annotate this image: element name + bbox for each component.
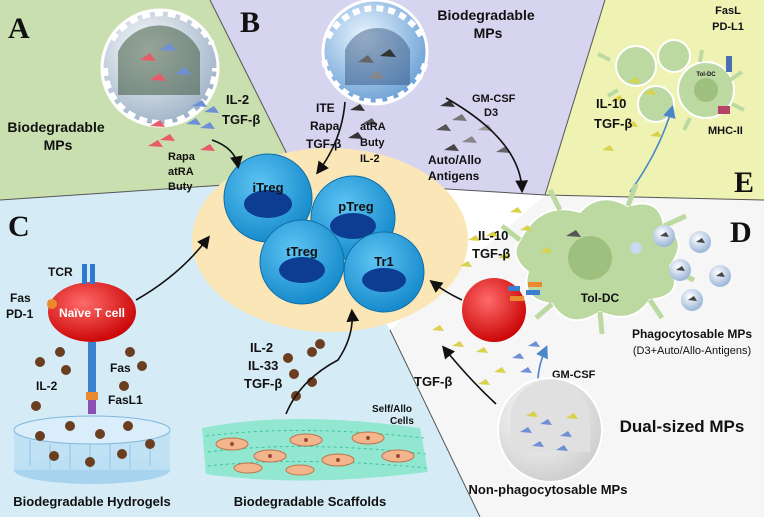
panel-b-letter: B: [240, 6, 260, 39]
panel-c-arrow-tcell: [135, 235, 210, 301]
panel-d-il10-shapes: [460, 207, 552, 267]
panel-c-hydrogel: [13, 415, 171, 484]
panel-b-factor-rapa: Rapa: [310, 119, 340, 133]
panel-b-factor-buty: Buty: [360, 137, 385, 149]
panel-d-arrow-tcell: [429, 280, 463, 301]
panel-a-title-line1: Biodegradable: [7, 119, 104, 135]
panel-d-letter: D: [730, 216, 752, 249]
panel-c-scaffold: [202, 419, 428, 481]
panel-c-arrow-scaffold: [285, 308, 360, 415]
panel-e-marker-fasl: FasL: [715, 5, 741, 17]
panel-e-tgfb: TGF-β: [594, 116, 632, 131]
panel-a-drug-buty: Buty: [168, 181, 193, 193]
panel-e-mhc-label: MHC-II: [708, 125, 743, 137]
panel-d-phago-line1: Phagocytosable MPs: [632, 327, 752, 341]
panel-c-marker-fas: Fas: [10, 291, 31, 305]
treg-label-ttreg: tTreg: [286, 244, 318, 259]
panel-d-tgfb: TGF-β: [472, 246, 510, 261]
panel-a-letter: A: [8, 12, 30, 45]
panel-a-arrow: [211, 139, 243, 170]
panel-c-scaffold-tgfb: TGF-β: [244, 376, 282, 391]
panel-c-cell-label: Naïve T cell: [59, 306, 125, 320]
panel-d-il10: IL-10: [478, 228, 508, 243]
panel-b-dc-gmcsf: GM-CSF: [472, 93, 516, 105]
panel-b-antigens-line2: Antigens: [428, 169, 480, 183]
panel-b-factor-ite: ITE: [316, 101, 335, 115]
panel-c-letter: C: [8, 210, 30, 243]
panel-e-il10: IL-10: [596, 96, 626, 111]
panel-c-marker-pd1: PD-1: [6, 307, 34, 321]
panel-e-marker-pdl1: PD-L1: [712, 21, 744, 33]
panel-c-scaffold-label: Biodegradable Scaffolds: [234, 494, 386, 509]
panel-d-dual-label: Dual-sized MPs: [620, 417, 745, 436]
panel-e-mhc-receptor: [718, 106, 730, 114]
treg-label-ptreg: pTreg: [338, 199, 373, 214]
panel-a-factor-shapes: [148, 100, 219, 151]
panel-a-drug-atra: atRA: [168, 166, 194, 178]
panel-b-dc-d3: D3: [484, 107, 498, 119]
panel-b-factor-il2: IL-2: [360, 153, 380, 165]
panel-d-tgfb-shapes: [432, 325, 506, 385]
panel-b-title-line2: MPs: [474, 25, 503, 41]
panel-d-toldc-label: Tol-DC: [581, 291, 620, 305]
panel-a-title: Biodegradable MPs: [7, 119, 108, 153]
panel-c-scaffold-il33: IL-33: [248, 358, 278, 373]
panel-b-arrow-dc: [445, 97, 529, 194]
panel-c-naive-t-cell: [47, 264, 136, 414]
treg-ttreg: tTreg: [259, 219, 345, 305]
panel-b-title: Biodegradable MPs: [437, 7, 538, 41]
treg-label-itreg: iTreg: [252, 180, 283, 195]
panel-c-hydrogel-label: Biodegradable Hydrogels: [13, 494, 170, 509]
panel-c-il2: IL-2: [36, 379, 58, 393]
panel-c-beads: [31, 347, 147, 411]
panel-e-toldc-label: Tol-DC: [696, 72, 716, 78]
panel-d-red-tcell: [462, 278, 526, 342]
panel-b-factor-atra: atRA: [360, 121, 386, 133]
panel-a-drug-rapa: Rapa: [168, 151, 196, 163]
treg-label-tr1: Tr1: [374, 254, 394, 269]
panel-b-microparticle: [321, 0, 429, 106]
panel-b-title-line1: Biodegradable: [437, 7, 534, 23]
panel-c-fasl: FasL1: [108, 393, 143, 407]
panel-d-phago-line2: (D3+Auto/Allo-Antigens): [633, 345, 751, 357]
panel-e-fasl-receptor: [726, 56, 732, 72]
panel-a-factor-il2: IL-2: [226, 92, 249, 107]
panel-c-scaffold-il2: IL-2: [250, 340, 273, 355]
panel-a-title-line2: MPs: [44, 137, 73, 153]
panel-b-antigens-line1: Auto/Allo: [428, 153, 481, 167]
panel-d-phagocytosable-mps: [653, 225, 731, 311]
panel-d-gmcsf: GM-CSF: [552, 369, 596, 381]
panel-a-microparticle: [100, 8, 220, 128]
panel-c-cells-label-line1: Self/Allo: [372, 404, 412, 415]
panel-c-tcr: TCR: [48, 265, 73, 279]
panel-c-cells-label-line2: Cells: [390, 416, 414, 427]
treg-tr1: Tr1: [343, 231, 425, 313]
panel-d-nonphago-label: Non-phagocytosable MPs: [469, 482, 628, 497]
panel-d-arrow-tgfb: [441, 345, 497, 405]
panel-e-arrow: [629, 104, 676, 193]
panel-c-fas: Fas: [110, 361, 131, 375]
panel-b-arrow-treg: [316, 101, 346, 175]
panel-d-non-phagocytosable-mp: [497, 377, 603, 483]
panel-a-factor-tgfb: TGF-β: [222, 112, 260, 127]
panel-d-tgfb2: TGF-β: [414, 374, 452, 389]
panel-e-factor-shapes: [602, 77, 662, 151]
panel-e-letter: E: [734, 166, 754, 199]
